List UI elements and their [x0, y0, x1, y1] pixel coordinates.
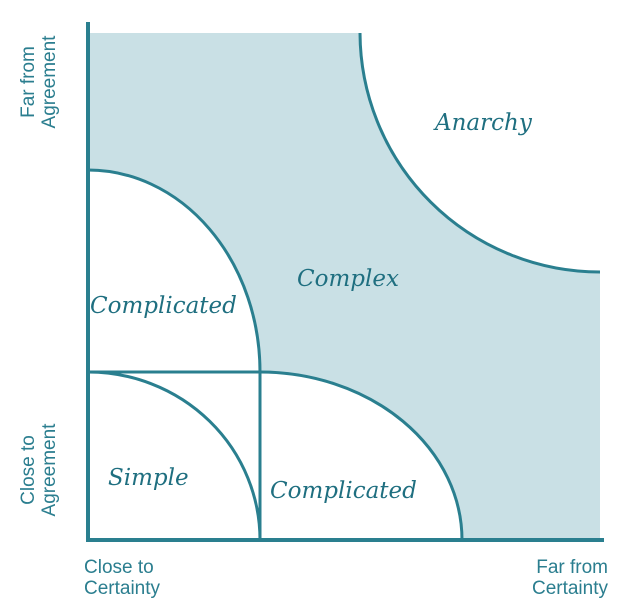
y-axis-bottom-label: Close to Agreement: [18, 400, 60, 540]
simple-boundary: [87, 370, 262, 541]
y-bottom-line1: Close to: [18, 435, 39, 505]
complicated-certainty-boundary: [259, 370, 464, 541]
anarchy-boundary: [358, 32, 601, 274]
y-top-line1: Far from: [18, 46, 39, 118]
x-axis-left-label: Close to Certainty: [84, 557, 194, 599]
y-axis-top-label: Far from Agreement: [18, 12, 60, 152]
x-right-line1: Far from: [536, 557, 608, 578]
region-label-complicated-certainty: Complicated: [270, 478, 417, 504]
x-axis-right-label: Far from Certainty: [496, 557, 608, 599]
x-left-line1: Close to: [84, 557, 154, 578]
region-label-simple: Simple: [108, 465, 189, 491]
region-label-complex: Complex: [297, 266, 399, 292]
y-bottom-line2: Agreement: [39, 423, 60, 517]
complex-zone-fill: [88, 33, 600, 540]
complicated-agreement-boundary: [87, 168, 262, 373]
region-label-anarchy: Anarchy: [435, 110, 532, 136]
region-label-complicated-agreement: Complicated: [90, 293, 237, 319]
y-top-line2: Agreement: [39, 35, 60, 129]
x-left-line2: Certainty: [84, 578, 161, 599]
x-right-line2: Certainty: [531, 578, 608, 599]
